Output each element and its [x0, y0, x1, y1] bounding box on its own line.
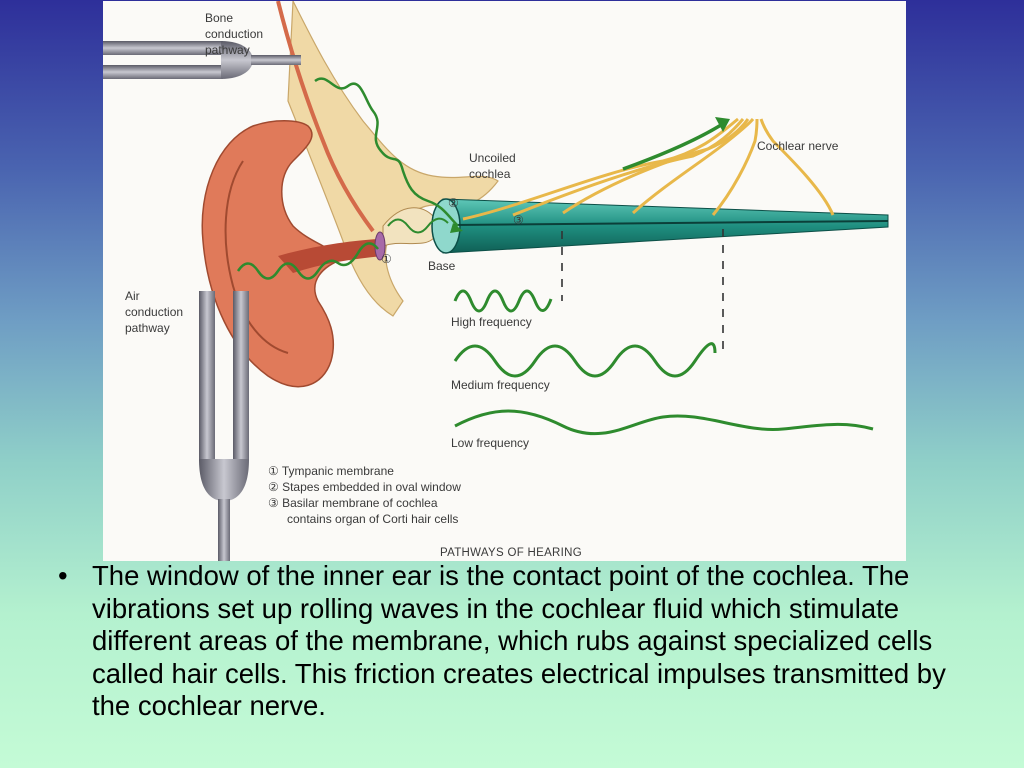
high-frequency-wave — [453, 289, 553, 313]
air-tuning-fork — [199, 291, 249, 561]
basilar-membrane — [452, 220, 889, 226]
medium-frequency-label: Medium frequency — [451, 378, 550, 392]
marker-1: ① — [381, 252, 392, 266]
legend-item-3-cont: contains organ of Corti hair cells — [287, 512, 458, 526]
medium-frequency-wave — [453, 342, 717, 378]
low-frequency-label: Low frequency — [451, 436, 529, 450]
cochlear-nerve-label: Cochlear nerve — [757, 139, 839, 153]
bone-tuning-fork — [103, 41, 301, 79]
uncoiled-cochlea-label-2: cochlea — [469, 167, 511, 181]
nerve-arrow — [622, 123, 722, 171]
bone-conduction-label-2: conduction — [205, 27, 263, 41]
air-conduction-label-2: conduction — [125, 305, 183, 319]
marker-2: ② — [448, 196, 459, 210]
bullet-symbol: • — [58, 560, 68, 591]
cochlea-base — [431, 198, 461, 254]
high-frequency-label: High frequency — [451, 315, 532, 329]
stapes-wave — [387, 217, 449, 234]
skull-edge — [276, 1, 375, 233]
base-label: Base — [428, 259, 456, 273]
air-conduction-label-1: Air — [125, 289, 140, 303]
bullet-point: • The window of the inner ear is the con… — [58, 560, 958, 723]
hearing-diagram: Bone conduction pathway Air conduction p… — [103, 1, 889, 561]
cochlear-nerve-fibers — [462, 117, 835, 221]
bone-conduction-label-3: pathway — [205, 43, 250, 57]
uncoiled-cochlea-label-1: Uncoiled — [469, 151, 516, 165]
air-conduction-wave — [236, 242, 379, 280]
legend-item-3: ③ Basilar membrane of cochlea — [268, 496, 438, 510]
bone-wave-arrow — [450, 223, 463, 233]
legend-item-2: ② Stapes embedded in oval window — [268, 480, 461, 494]
bullet-text: The window of the inner ear is the conta… — [92, 560, 946, 721]
marker-3: ③ — [513, 213, 524, 227]
hearing-pathways-figure: Bone conduction pathway Air conduction p… — [103, 1, 906, 561]
bone-conduction-label-1: Bone — [205, 11, 233, 25]
ear-inner-fold — [224, 160, 289, 354]
ear-canal — [278, 239, 383, 273]
bone-conduction-wave — [314, 77, 459, 227]
air-conduction-label-3: pathway — [125, 321, 170, 335]
low-frequency-wave — [454, 409, 874, 436]
nerve-arrow-head — [715, 117, 730, 132]
figure-caption: PATHWAYS OF HEARING — [440, 547, 582, 559]
legend-item-1: ① Tympanic membrane — [268, 464, 394, 478]
